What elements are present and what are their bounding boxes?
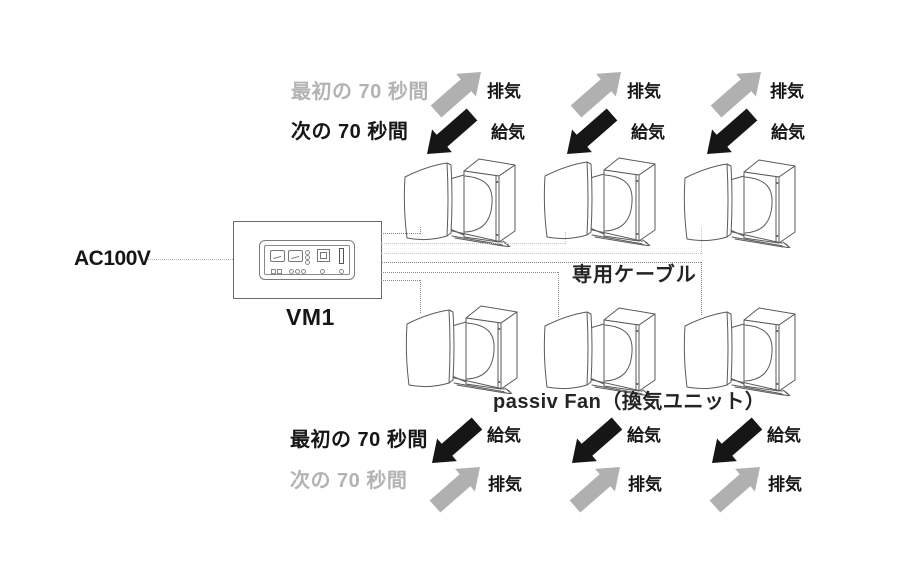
intake-label: 給気 xyxy=(631,123,665,142)
exhaust-label: 排気 xyxy=(770,82,804,101)
panel-led xyxy=(305,255,310,260)
controller-box xyxy=(233,221,382,299)
fan-mode-icon xyxy=(290,254,300,259)
bottom-legend-first-interval: 最初の 70 秒間 xyxy=(290,429,428,451)
exhaust-label: 排気 xyxy=(627,82,661,101)
intake-label: 給気 xyxy=(627,426,661,445)
top-legend-first-interval: 最初の 70 秒間 xyxy=(291,81,429,103)
intake-label: 給気 xyxy=(767,426,801,445)
cable-line xyxy=(381,262,701,263)
panel-face xyxy=(264,245,350,275)
top-legend-next-interval: 次の 70 秒間 xyxy=(291,121,409,143)
exhaust-label: 排気 xyxy=(487,82,521,101)
exhaust-arrow-icon xyxy=(567,461,623,513)
fan-unit xyxy=(543,151,658,246)
panel-dot xyxy=(320,269,325,274)
cable-line xyxy=(420,227,421,234)
power-cable-line xyxy=(148,259,233,260)
panel-led xyxy=(305,260,310,265)
controller-label: VM1 xyxy=(286,304,335,330)
controller-panel xyxy=(259,240,355,280)
cable-line xyxy=(420,280,421,313)
cable-line xyxy=(381,253,701,254)
panel-led xyxy=(305,250,310,255)
panel-button xyxy=(288,250,303,262)
intake-label: 給気 xyxy=(487,426,521,445)
cable-line xyxy=(381,280,420,281)
panel-dot xyxy=(295,269,300,274)
exhaust-label: 排気 xyxy=(768,475,802,494)
panel-dot xyxy=(289,269,294,274)
panel-dot xyxy=(301,269,306,274)
fan-mode-icon xyxy=(272,254,282,259)
panel-switch xyxy=(339,248,344,264)
cable-line xyxy=(381,233,420,234)
cable-label: 専用ケーブル xyxy=(572,264,697,286)
cable-line xyxy=(558,272,559,317)
panel-dot xyxy=(277,269,282,274)
exhaust-arrow-icon xyxy=(427,461,483,513)
unit-caption: passiv Fan（換気ユニット） xyxy=(493,391,766,413)
cable-line xyxy=(701,227,702,254)
panel-dot xyxy=(339,269,344,274)
fan-unit xyxy=(405,299,520,394)
cable-line xyxy=(701,262,702,315)
panel-dot xyxy=(271,269,276,274)
cable-line xyxy=(565,232,566,244)
fan-unit xyxy=(683,301,798,396)
intake-label: 給気 xyxy=(491,123,525,142)
panel-display xyxy=(317,249,330,262)
cable-line xyxy=(381,272,558,273)
intake-label: 給気 xyxy=(771,123,805,142)
exhaust-arrow-icon xyxy=(707,461,763,513)
exhaust-label: 排気 xyxy=(488,475,522,494)
panel-button xyxy=(270,250,285,262)
fan-unit xyxy=(543,301,658,396)
display-icon xyxy=(320,252,327,259)
bottom-legend-next-interval: 次の 70 秒間 xyxy=(290,470,408,492)
cable-line xyxy=(381,243,565,244)
exhaust-label: 排気 xyxy=(628,475,662,494)
power-label: AC100V xyxy=(74,247,151,270)
